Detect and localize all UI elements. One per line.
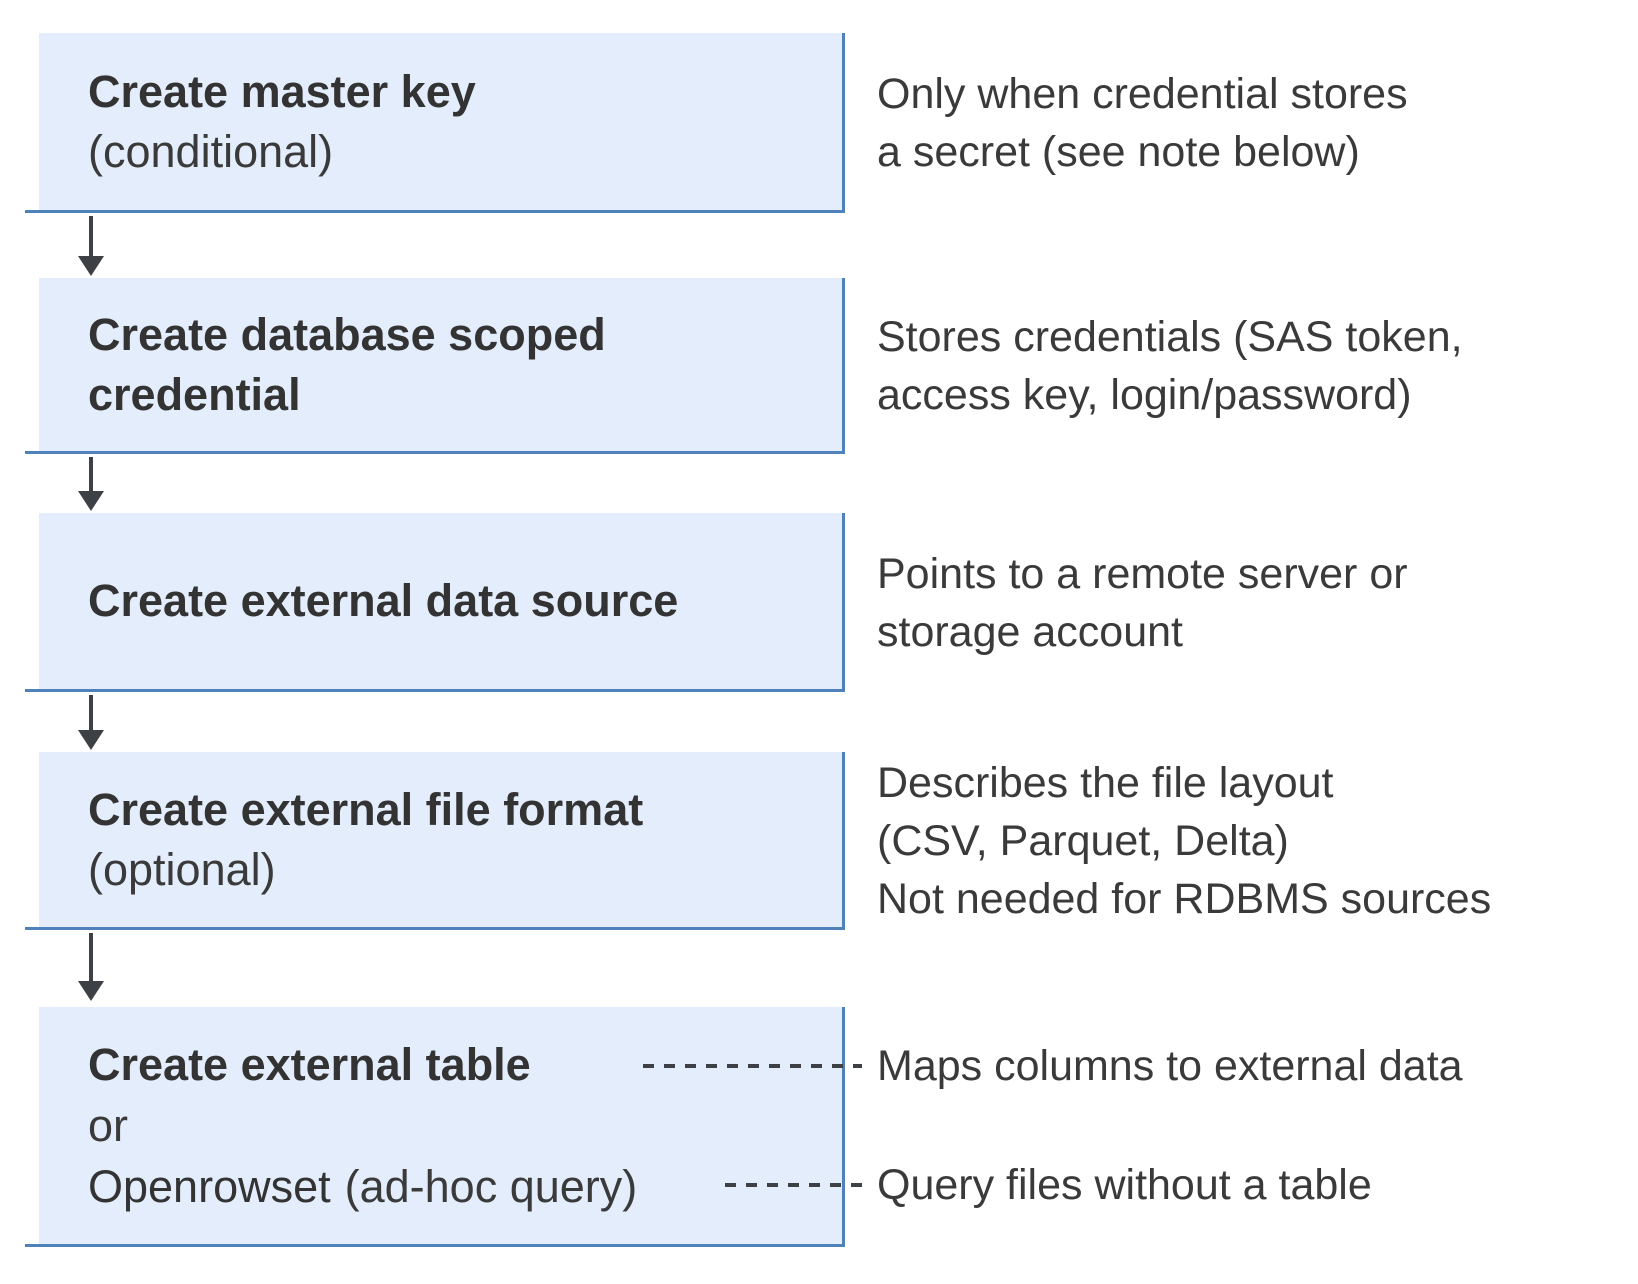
step-option-create-external-table: Create external table (88, 1039, 531, 1090)
adhoc-query-label: (ad-hoc query) (344, 1161, 638, 1212)
note-line: Stores credentials (SAS token, (877, 313, 1463, 361)
note-external-table: Maps columns to external data (877, 1037, 1617, 1095)
step-title: Create external data source (88, 575, 679, 626)
note-line: storage account (877, 607, 1183, 656)
step-or-label: or (88, 1100, 129, 1151)
step-title: Create master key (88, 65, 476, 117)
step-box-create-external-table-or-openrowset: Create external table or Openrowset (ad-h… (25, 1007, 845, 1247)
step-box-create-external-data-source: Create external data source (25, 513, 845, 692)
step-box-create-database-scoped-credential: Create database scoped credential (25, 278, 845, 454)
step-subtitle: (conditional) (88, 125, 334, 177)
note-line: Query files without a table (877, 1161, 1372, 1209)
note-line: Maps columns to external data (877, 1042, 1463, 1090)
step-title: Create database scoped (88, 308, 606, 360)
arrow-head (78, 730, 104, 750)
openrowset-label: Openrowset (88, 1161, 331, 1212)
arrow-stem (89, 933, 93, 981)
note-external-data-source: Points to a remote server or storage acc… (877, 513, 1617, 692)
note-line: Describes the file layout (877, 759, 1334, 807)
note-line: Only when credential stores (877, 70, 1408, 118)
arrow-stem (89, 457, 93, 491)
step-title: Create external file format (88, 783, 644, 835)
dashed-connector-openrowset (725, 1183, 862, 1187)
note-line: (CSV, Parquet, Delta) (877, 817, 1289, 865)
flow-arrow-down-icon (78, 695, 104, 750)
step-subtitle: (optional) (88, 843, 276, 895)
arrow-stem (89, 695, 93, 730)
step-option-openrowset: Openrowset (ad-hoc query) (88, 1156, 842, 1217)
note-line: access key, login/password) (877, 371, 1412, 419)
flow-arrow-down-icon (78, 216, 104, 276)
step-box-create-master-key: Create master key (conditional) (25, 33, 845, 213)
dashed-connector-external-table (643, 1064, 862, 1068)
note-line: Not needed for RDBMS sources (877, 875, 1492, 923)
note-database-scoped-credential: Stores credentials (SAS token, access ke… (877, 278, 1617, 454)
note-openrowset: Query files without a table (877, 1156, 1617, 1214)
arrow-head (78, 491, 104, 511)
note-line: a secret (see note below) (877, 128, 1360, 176)
arrow-stem (89, 216, 93, 256)
note-external-file-format: Describes the file layout (CSV, Parquet,… (877, 752, 1617, 930)
step-box-create-external-file-format: Create external file format (optional) (25, 752, 845, 930)
note-master-key: Only when credential stores a secret (se… (877, 33, 1617, 213)
step-title: credential (88, 368, 301, 420)
flow-arrow-down-icon (78, 933, 104, 1001)
flow-arrow-down-icon (78, 457, 104, 511)
arrow-head (78, 256, 104, 276)
arrow-head (78, 981, 104, 1001)
note-line: Points to a remote server or (877, 549, 1408, 598)
